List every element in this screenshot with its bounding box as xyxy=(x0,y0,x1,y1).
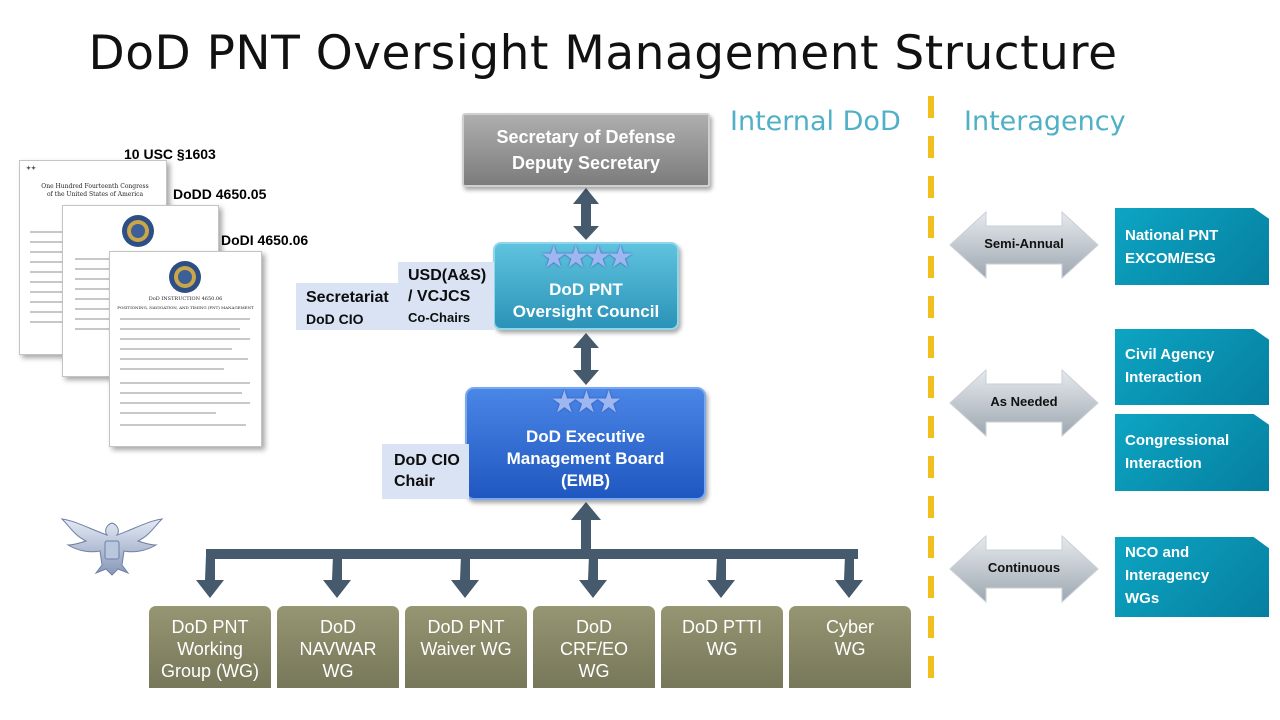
interagency-box-line: Congressional xyxy=(1125,432,1230,449)
cochairs-line2: / VCJCS xyxy=(408,288,471,305)
interagency-box-line: EXCOM/ESG xyxy=(1125,250,1216,267)
interagency-box-line: Interagency xyxy=(1125,567,1210,584)
secdef-line1: Secretary of Defense xyxy=(496,127,676,147)
secretariat-line1: Secretariat xyxy=(306,289,389,306)
cochairs-line3: Co-Chairs xyxy=(408,310,471,325)
interagency-box-nco: NCO and Interagency WGs xyxy=(1115,537,1269,617)
section-label-internal: Internal DoD xyxy=(730,106,901,137)
wg-drop-arrows xyxy=(196,555,863,598)
wg-box-pnt: DoD PNT Working Group (WG) xyxy=(149,606,271,688)
wg-label-line: NAVWAR xyxy=(299,639,377,659)
doc-label-dodd: DoDD 4650.05 xyxy=(173,186,267,202)
three-star-icon: ★★★ xyxy=(552,387,621,417)
wg-label-line: DoD PNT xyxy=(427,617,505,637)
wg-box-waiver: DoD PNT Waiver WG xyxy=(405,606,527,688)
wg-label-line: Cyber xyxy=(825,617,874,637)
emb-box: ★★★ DoD Executive Management Board (EMB) xyxy=(465,387,706,500)
emb-chair-box: DoD CIO Chair xyxy=(382,444,469,499)
wg-drop-arrow xyxy=(323,555,351,598)
emb-trunk-arrow xyxy=(571,502,601,552)
section-label-interagency: Interagency xyxy=(964,106,1126,137)
double-arrow-continuous xyxy=(949,534,1099,604)
interagency-box-line: WGs xyxy=(1125,590,1160,607)
wg-label-line: Waiver WG xyxy=(420,639,512,659)
wg-box-navwar: DoD NAVWAR WG xyxy=(277,606,399,688)
doc-label-10usc: 10 USC §1603 xyxy=(124,146,216,162)
congress-header-icon: ✦✦ xyxy=(26,166,37,172)
emb-chair-line2: Chair xyxy=(394,473,435,490)
section-divider xyxy=(928,96,934,696)
wg-drop-arrow xyxy=(707,555,735,598)
secretariat-box: Secretariat DoD CIO xyxy=(296,283,406,330)
double-arrow-as-needed xyxy=(949,368,1099,438)
cochairs-box: USD(A&S) / VCJCS Co-Chairs xyxy=(398,262,494,330)
interagency-box-line: NCO and xyxy=(1125,544,1190,561)
emb-line1: DoD Executive xyxy=(525,426,646,446)
council-line2: Oversight Council xyxy=(512,302,660,321)
wg-label-line: WG xyxy=(322,661,354,681)
secdef-line2: Deputy Secretary xyxy=(511,153,661,173)
wg-label-line: WG xyxy=(834,639,866,659)
cochairs-line1: USD(A&S) xyxy=(408,267,487,284)
dod-seal-icon xyxy=(122,215,154,247)
interagency-box-line: National PNT xyxy=(1125,227,1219,244)
interagency-box-line: Civil Agency xyxy=(1125,346,1215,363)
wg-label-line: DoD PTTI xyxy=(681,617,762,637)
interagency-box-excom: National PNT EXCOM/ESG xyxy=(1115,208,1269,285)
wg-label-line: DoD xyxy=(319,617,356,637)
wg-label-line: DoD xyxy=(575,617,612,637)
secdef-box: Secretary of Defense Deputy Secretary xyxy=(462,113,710,187)
dod-seal-icon xyxy=(169,261,201,293)
wg-label-line: WG xyxy=(578,661,610,681)
doc-header-dodi: DoD INSTRUCTION 4650.06 xyxy=(148,296,223,302)
wg-box-cyber: Cyber WG xyxy=(789,606,911,688)
double-arrow-council-emb xyxy=(573,333,599,385)
document-page-dodi: DoD INSTRUCTION 4650.06 POSITIONING, NAV… xyxy=(109,251,262,447)
wg-label-line: DoD PNT xyxy=(171,617,249,637)
arrow-label-as-needed: As Needed xyxy=(990,394,1058,409)
wg-drop-arrow xyxy=(835,555,863,598)
arrow-label-semi-annual: Semi-Annual xyxy=(984,236,1064,251)
wg-drop-arrow xyxy=(451,555,479,598)
wg-drop-arrow xyxy=(196,555,224,598)
eagle-insignia-icon xyxy=(60,518,164,576)
four-star-icon: ★★★★ xyxy=(541,242,633,272)
wg-box-ptti: DoD PTTI WG xyxy=(661,606,783,688)
arrow-label-continuous: Continuous xyxy=(987,560,1061,575)
wg-label-line: Group (WG) xyxy=(160,661,259,681)
wg-drop-arrow xyxy=(579,555,607,598)
doc-label-dodi: DoDI 4650.06 xyxy=(221,232,309,248)
wg-label-line: CRF/EO xyxy=(559,639,628,659)
emb-line2: Management Board xyxy=(506,448,665,468)
wg-bus xyxy=(206,549,858,559)
doc-header-10usc: One Hundred Fourteenth Congress of the U… xyxy=(41,183,149,198)
council-line1: DoD PNT xyxy=(549,280,623,299)
interagency-box-line: Interaction xyxy=(1125,455,1202,472)
emb-line3: (EMB) xyxy=(560,470,611,490)
page-title: DoD PNT Oversight Management Structure xyxy=(88,26,1118,81)
wg-label-line: WG xyxy=(706,639,738,659)
secretariat-line2: DoD CIO xyxy=(306,311,364,327)
double-arrow-secdef-council xyxy=(573,188,599,240)
emb-chair-line1: DoD CIO xyxy=(394,452,460,469)
wg-label-line: Working xyxy=(177,639,243,659)
interagency-box-civil: Civil Agency Interaction xyxy=(1115,329,1269,405)
double-arrow-semi-annual xyxy=(949,210,1099,280)
council-box: ★★★★ DoD PNT Oversight Council xyxy=(493,242,679,330)
wg-box-crfeo: DoD CRF/EO WG xyxy=(533,606,655,688)
interagency-box-line: Interaction xyxy=(1125,369,1202,386)
interagency-box-congressional: Congressional Interaction xyxy=(1115,414,1269,491)
doc-subtitle-dodi: POSITIONING, NAVIGATION, AND TIMING (PNT… xyxy=(117,305,254,310)
